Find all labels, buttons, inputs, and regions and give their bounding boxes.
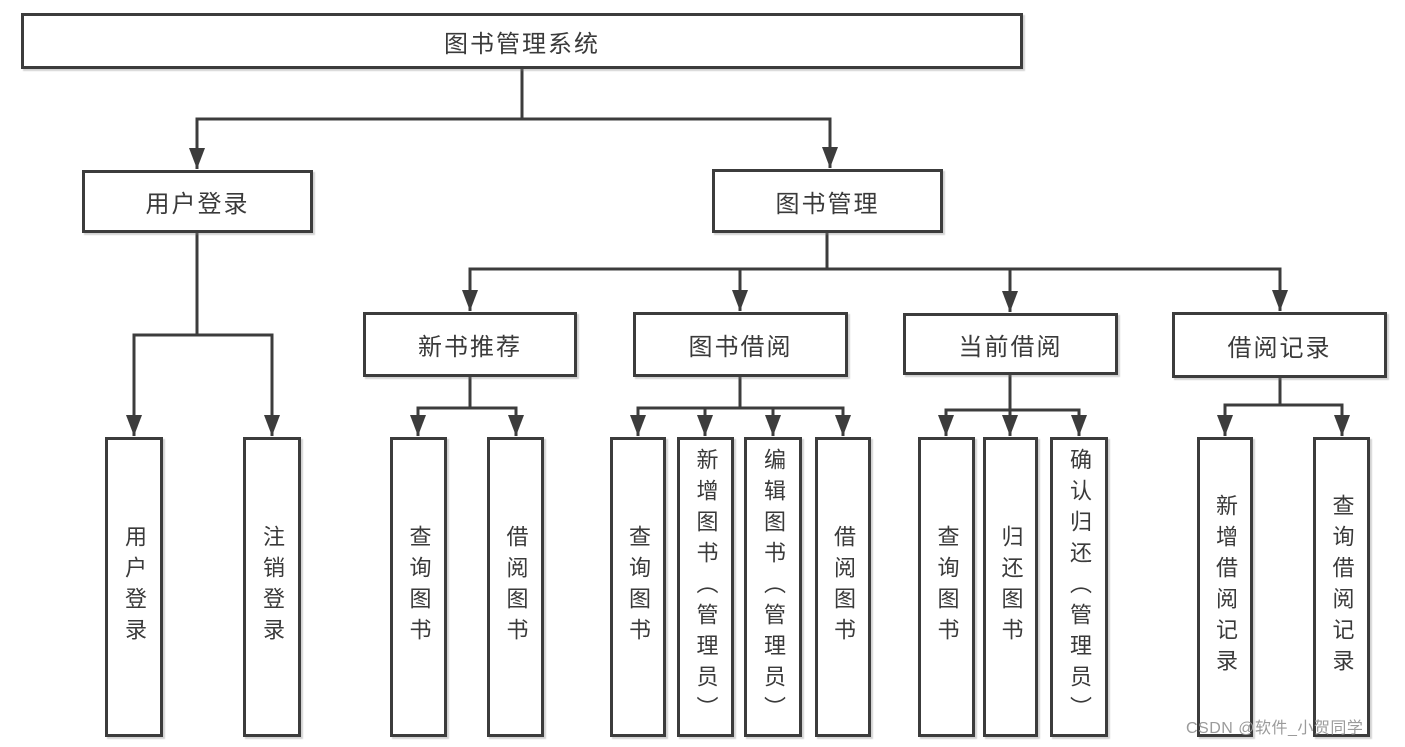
- connector-new-book-recommendation: [410, 377, 524, 436]
- leaf-records-add-borrow-record: 新增借阅记录: [1197, 437, 1253, 737]
- connector-book-borrowing: [630, 377, 851, 436]
- leaf-label: 编辑图书（管理员）: [761, 447, 786, 727]
- leaf-borrow-edit-books-admin: 编辑图书（管理员）: [744, 437, 802, 737]
- node-label: 图书管理系统: [444, 30, 600, 58]
- leaf-label: 注销登录: [260, 525, 285, 649]
- node-label: 新书推荐: [418, 334, 522, 361]
- node-book-borrowing: 图书借阅: [633, 312, 848, 377]
- leaf-label: 新增借阅记录: [1213, 494, 1238, 680]
- leaf-current-confirm-return-admin: 确认归还（管理员）: [1050, 437, 1108, 737]
- connector-borrowing-records: [1217, 378, 1350, 436]
- leaf-records-query-borrow-record: 查询借阅记录: [1313, 437, 1370, 737]
- leaf-label: 查询图书: [626, 525, 651, 649]
- connector-root: [189, 69, 838, 169]
- connector-user-login: [126, 233, 280, 436]
- leaf-borrow-borrow-books: 借阅图书: [815, 437, 871, 737]
- leaf-current-return-books: 归还图书: [983, 437, 1038, 737]
- leaf-label: 用户登录: [122, 525, 147, 649]
- leaf-borrow-query-books: 查询图书: [610, 437, 666, 737]
- node-root-library-system: 图书管理系统: [21, 13, 1023, 69]
- leaf-logout: 注销登录: [243, 437, 301, 737]
- leaf-label: 归还图书: [998, 525, 1024, 649]
- leaf-label: 确认归还（管理员）: [1067, 447, 1092, 727]
- node-label: 图书管理: [775, 190, 880, 218]
- leaf-recommend-borrow-books: 借阅图书: [487, 437, 544, 737]
- leaf-label: 借阅图书: [503, 525, 529, 649]
- csdn-watermark: CSDN @软件_小贺同学: [1186, 720, 1364, 737]
- connector-book-management: [462, 233, 1288, 312]
- node-label: 当前借阅: [958, 333, 1063, 361]
- leaf-label: 借阅图书: [831, 525, 856, 649]
- node-user-login: 用户登录: [82, 170, 313, 233]
- leaf-label: 新增图书（管理员）: [693, 447, 719, 727]
- leaf-label: 查询借阅记录: [1329, 494, 1355, 680]
- node-label: 用户登录: [145, 191, 250, 218]
- leaf-recommend-query-books: 查询图书: [390, 437, 447, 737]
- node-book-management: 图书管理: [712, 169, 943, 233]
- node-label: 借阅记录: [1227, 334, 1332, 362]
- leaf-borrow-add-books-admin: 新增图书（管理员）: [677, 437, 734, 737]
- leaf-label: 查询图书: [934, 525, 960, 649]
- node-current-borrowing: 当前借阅: [903, 313, 1118, 375]
- connector-current-borrowing: [938, 375, 1087, 436]
- node-new-book-recommendation: 新书推荐: [363, 312, 577, 377]
- node-label: 图书借阅: [688, 334, 793, 361]
- leaf-user-login: 用户登录: [105, 437, 163, 737]
- leaf-label: 查询图书: [406, 525, 432, 649]
- leaf-current-query-books: 查询图书: [918, 437, 975, 737]
- node-borrowing-records: 借阅记录: [1172, 312, 1387, 378]
